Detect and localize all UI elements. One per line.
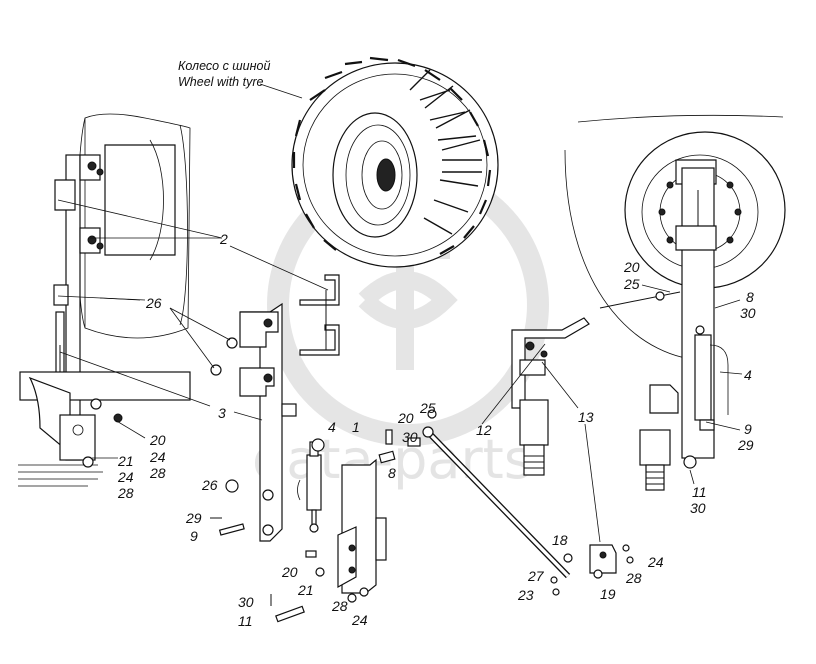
- callout-24-mid: 24: [351, 612, 368, 628]
- part-13-latch: [511, 317, 590, 476]
- callout-29-right: 29: [737, 437, 754, 453]
- callout-28-mid: 28: [331, 598, 348, 614]
- callout-21-mid: 21: [297, 582, 314, 598]
- callout-4-right: 4: [744, 367, 752, 383]
- callout-13: 13: [578, 409, 594, 425]
- callout-24-right: 24: [647, 554, 664, 570]
- callout-8-right: 8: [746, 289, 754, 305]
- callout-30-bottom: 30: [238, 594, 254, 610]
- callout-27: 27: [527, 568, 545, 584]
- callout-19: 19: [600, 586, 616, 602]
- part-19-plate: [589, 544, 617, 574]
- callout-labels: 2 26 3 20 24 28 21 24 28 26 29 9 20 21 3…: [117, 231, 756, 629]
- callout-4-mid: 4: [328, 419, 336, 435]
- small-hardware: [210, 337, 634, 623]
- callout-20-center: 20: [397, 410, 414, 426]
- wheel-caption: Колесо с шиной Wheel with tyre: [178, 59, 303, 99]
- callout-11-bottom: 11: [238, 613, 253, 629]
- wheel-with-tyre: [291, 56, 499, 268]
- callout-9-right: 9: [744, 421, 752, 437]
- left-installed-assembly: [18, 113, 191, 487]
- callout-25-right: 25: [623, 276, 640, 292]
- callout-21-left: 21: [117, 453, 134, 469]
- callout-9-mid: 9: [190, 528, 198, 544]
- callout-8-center: 8: [388, 465, 396, 481]
- caption-en: Wheel with tyre: [178, 75, 263, 89]
- callout-1: 1: [352, 419, 360, 435]
- part-1-bracket: [337, 458, 387, 594]
- callout-24-left-b: 24: [117, 469, 134, 485]
- callout-20-right: 20: [623, 259, 640, 275]
- callout-2: 2: [219, 231, 228, 247]
- callout-18: 18: [552, 532, 568, 548]
- callout-20-mid: 20: [281, 564, 298, 580]
- callout-26-mid: 26: [201, 477, 218, 493]
- callout-24-left: 24: [149, 449, 166, 465]
- part-3-bracket: [239, 302, 297, 542]
- callout-30-right: 30: [740, 305, 756, 321]
- caption-ru: Колесо с шиной: [178, 59, 270, 73]
- callout-23: 23: [517, 587, 534, 603]
- callout-20-left: 20: [149, 432, 166, 448]
- callout-25-center: 25: [419, 400, 436, 416]
- right-installed-assembly: [564, 114, 786, 491]
- callout-3: 3: [218, 405, 226, 421]
- callout-28-left-b: 28: [117, 485, 134, 501]
- callout-30-right-b: 30: [690, 500, 706, 516]
- callout-12: 12: [476, 422, 492, 438]
- callout-28-left: 28: [149, 465, 166, 481]
- callout-26-left: 26: [145, 295, 162, 311]
- callout-28-right: 28: [625, 570, 642, 586]
- callout-29-mid: 29: [185, 510, 202, 526]
- part-2-u-bolt: [299, 274, 340, 356]
- part-12-rod: [422, 426, 571, 579]
- leader-lines: [57, 199, 743, 543]
- part-4-cylinder: [297, 438, 325, 533]
- callout-30-center: 30: [402, 429, 418, 445]
- callout-11-right: 11: [692, 484, 707, 500]
